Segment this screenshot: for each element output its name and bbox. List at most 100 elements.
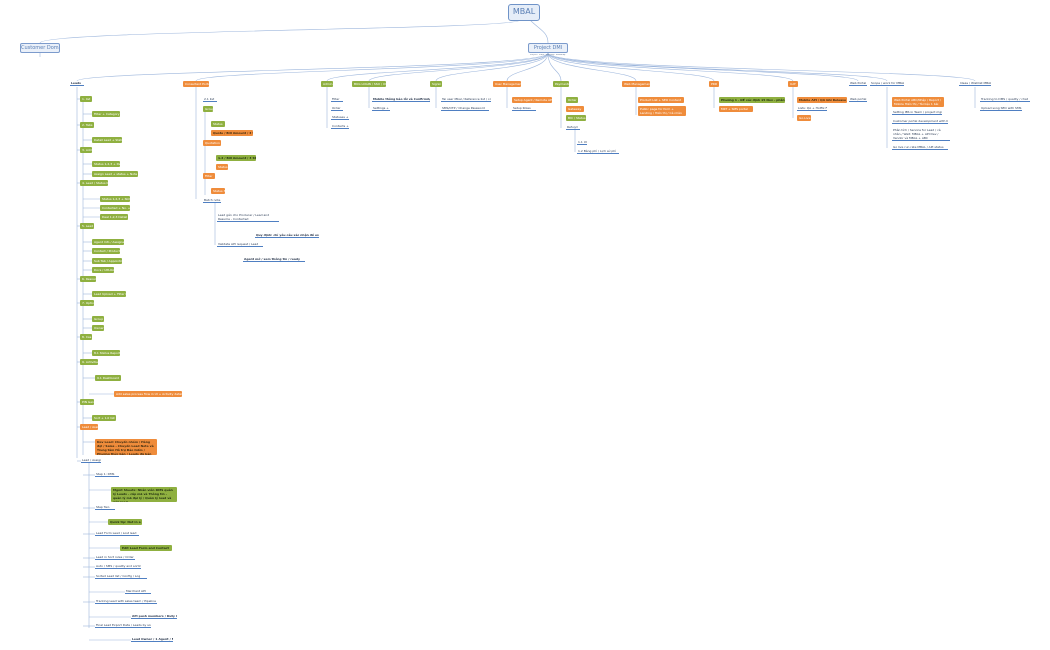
- lead-subtask[interactable]: Edit Lead Form and Contact: [120, 545, 172, 551]
- web-mgmt-item[interactable]: Public page for form + Landing / Hiển th…: [638, 106, 686, 116]
- login-item[interactable]: Mobile thông báo lỗi và ConfirmAgree: [372, 97, 430, 102]
- lead-item[interactable]: Contact / Products: [92, 248, 120, 254]
- ideas-item[interactable]: Tracking to DMS / quality / chat: [980, 97, 1030, 102]
- scope-item[interactable]: Customer portal development with MBAL: [892, 119, 948, 124]
- prd-item[interactable]: MKT + SMS portal: [719, 106, 753, 112]
- lead-subtask[interactable]: Final Lead Export Data / Leads by source: [95, 623, 151, 628]
- payments-item[interactable]: 1.1 UI: [577, 140, 587, 145]
- branch-leads[interactable]: Leads: [70, 81, 84, 86]
- login-item[interactable]: Settings +: [372, 106, 390, 111]
- lead-subtask[interactable]: Step Two: [95, 505, 115, 510]
- branch-web-portal[interactable]: Web Portal: [849, 81, 867, 86]
- consultant-item[interactable]: Quotation: [203, 140, 221, 146]
- scope-item[interactable]: Phân tích / Service for Lead / cá nhân /…: [892, 128, 950, 141]
- lead-item[interactable]: Owner: [92, 325, 104, 331]
- lead-subtask[interactable]: Mgmt Sheets: Nhân viên DMS quản lý Leads…: [111, 487, 177, 502]
- admin-item[interactable]: Contacts +: [331, 124, 349, 129]
- lead-item[interactable]: 8. Cas: [80, 334, 92, 340]
- lead-item[interactable]: Detail Lead + Status: [92, 137, 122, 143]
- lead-item[interactable]: 1. list: [80, 96, 92, 102]
- lead-subtask[interactable]: Step 1: DMS: [95, 472, 119, 477]
- lead-sub-header[interactable]: Lead / Assign: [81, 458, 101, 463]
- branch-ideas[interactable]: Ideas / Wishlist MBAL: [959, 81, 991, 86]
- payments-item[interactable]: Gateway: [566, 106, 584, 112]
- customer-domain-node[interactable]: Customer Domain: [20, 43, 60, 53]
- lead-item[interactable]: 9. Activities: [80, 359, 98, 365]
- consultant-item[interactable]: Quote / Bill Amount / 3 Store: [211, 130, 253, 136]
- lead-subtask[interactable]: Lead in Sort rules / Order: [95, 555, 135, 560]
- payments-item[interactable]: 1.2 Bảng phí / Lịch sử phí: [577, 149, 619, 154]
- lead-subtask[interactable]: Lead Form Lead / Lost lead: [95, 531, 139, 536]
- admin-item[interactable]: Order: [331, 106, 343, 111]
- lead-item[interactable]: Contacted + No. + 3 status: [100, 205, 130, 211]
- consultant-item[interactable]: Status: [211, 121, 225, 127]
- consultant-item[interactable]: Filter: [203, 173, 215, 179]
- branch-login[interactable]: BUG LOGIN / SSO / UI: [352, 81, 386, 87]
- lead-item[interactable]: 4. Lead / Status list: [80, 180, 108, 186]
- web-mgmt-item[interactable]: Product List + SEO Content: [638, 97, 684, 103]
- admin-item[interactable]: Statuses +: [331, 115, 349, 120]
- lead-subtask[interactable]: Sorted Lead list / Config / Log: [95, 574, 147, 579]
- lead-item[interactable]: 2. Tabs: [80, 122, 94, 128]
- branch-uat[interactable]: UAT: [788, 81, 798, 87]
- branch-consultant-portal[interactable]: Consultant Portal: [183, 81, 209, 87]
- signin-item[interactable]: Tai user Mbal / Reference list / core: [441, 97, 491, 102]
- branch-scope[interactable]: Scope / work for MBAL: [870, 81, 904, 86]
- lead-item[interactable]: Assign Lead + status + Note FAM HCM: [92, 171, 138, 177]
- lead-item[interactable]: Lead Upload + Filter by: [92, 291, 126, 297]
- consultant-item[interactable]: 1.2 / Bill Amount / 3 Store: [216, 155, 256, 161]
- lead-item[interactable]: 8.1 Status Report: [92, 350, 120, 356]
- web-portal-item[interactable]: Web portal: [849, 97, 867, 102]
- consultant-item[interactable]: Group: [203, 106, 213, 112]
- scope-item[interactable]: Web Portal ABC/Nhập / Report / Mobile Hi…: [892, 97, 944, 107]
- payments-item[interactable]: Order: [566, 97, 578, 103]
- lead-item[interactable]: Group: [92, 316, 104, 322]
- lead-item[interactable]: Status 1,2,3 + Note: [100, 196, 130, 202]
- lead-subtask[interactable]: Lead Owner / 1 Agent / MCAL: [131, 637, 173, 642]
- lead-subtask[interactable]: API push members / Duty list: [131, 614, 177, 619]
- consultant-note[interactable]: Validate API request / Lead: [217, 242, 263, 247]
- lead-subtask[interactable]: Quick tip: Not in a KRMS: [108, 519, 142, 525]
- consultant-item[interactable]: Status: [216, 164, 228, 170]
- lead-item[interactable]: Status 1,2,3 + Detail: [92, 161, 120, 167]
- branch-admin[interactable]: Admin: [321, 81, 333, 87]
- consultant-note[interactable]: Batch note: [203, 198, 221, 203]
- lead-subtask[interactable]: Merchant API: [125, 589, 151, 594]
- lead-subtask[interactable]: Auto / SMS / quality and sorting: [95, 564, 141, 569]
- scope-item[interactable]: Go live run rate MBAL / API status: [892, 145, 948, 150]
- lead-item[interactable]: 3. Add: [80, 147, 92, 153]
- uat-item[interactable]: Go-Live: [797, 115, 811, 121]
- lead-item[interactable]: 6. Resource: [80, 276, 96, 282]
- lead-item[interactable]: Add sales process flow in UI + Activity …: [114, 391, 182, 397]
- branch-signin[interactable]: Signin: [430, 81, 442, 87]
- lead-item[interactable]: Lead / Assign: [80, 424, 98, 430]
- admin-item[interactable]: Filter: [331, 97, 343, 102]
- root-node[interactable]: MBAL: [508, 4, 540, 21]
- project-domain-node[interactable]: Project DMI: [528, 43, 568, 53]
- lead-item[interactable]: 7. Options: [80, 300, 94, 306]
- payments-item[interactable]: Refund: [566, 125, 580, 130]
- lead-item[interactable]: PIN Gen: [80, 399, 94, 405]
- branch-web-management[interactable]: Web Management: [622, 81, 650, 87]
- prd-item[interactable]: Phương 1 - ĐỀ xác định 15 Nov - phân 1 c…: [719, 97, 785, 103]
- branch-payments[interactable]: Payments: [553, 81, 569, 87]
- lead-item[interactable]: Sub Tab / Appointment: [92, 258, 122, 264]
- lead-item[interactable]: 5. Lead: [80, 223, 94, 229]
- lead-item[interactable]: Agent Info / Assigned: [92, 239, 124, 245]
- user-mgmt-item[interactable]: Setup Roles: [512, 106, 536, 111]
- lead-subtask[interactable]: Tracking Lead with sales team / Pipeline: [95, 599, 157, 604]
- lead-item[interactable]: Dev Lead: Chuyển nhóm / Hàng đợi / Sales…: [95, 439, 157, 455]
- lead-item[interactable]: Deal 1,2,3 Detail: [100, 214, 128, 220]
- consultant-note[interactable]: Agent mở / xem thông tin / ready: [243, 257, 305, 262]
- uat-item[interactable]: Mobile API / QA Ghi Release 25 Nov: [797, 97, 847, 103]
- ideas-item[interactable]: Upload song SEO with SMS: [980, 106, 1022, 111]
- branch-user-management[interactable]: User Management: [493, 81, 521, 87]
- lead-item[interactable]: Filter + Category: [92, 111, 120, 117]
- lead-item[interactable]: Docs / UPLOAD: [92, 267, 114, 273]
- uat-item[interactable]: Lists: QA + Hotfix Fix: [797, 106, 827, 111]
- consultant-note[interactable]: Quy định: chỉ yêu cầu xác nhận để estima…: [255, 233, 319, 238]
- branch-prd[interactable]: PRD: [709, 81, 719, 87]
- consultant-item[interactable]: 2.1 list: [203, 97, 217, 102]
- signin-item[interactable]: SMS/OTP / Change Password: [441, 106, 489, 111]
- lead-item[interactable]: 9.1 Dashboard: [95, 375, 121, 381]
